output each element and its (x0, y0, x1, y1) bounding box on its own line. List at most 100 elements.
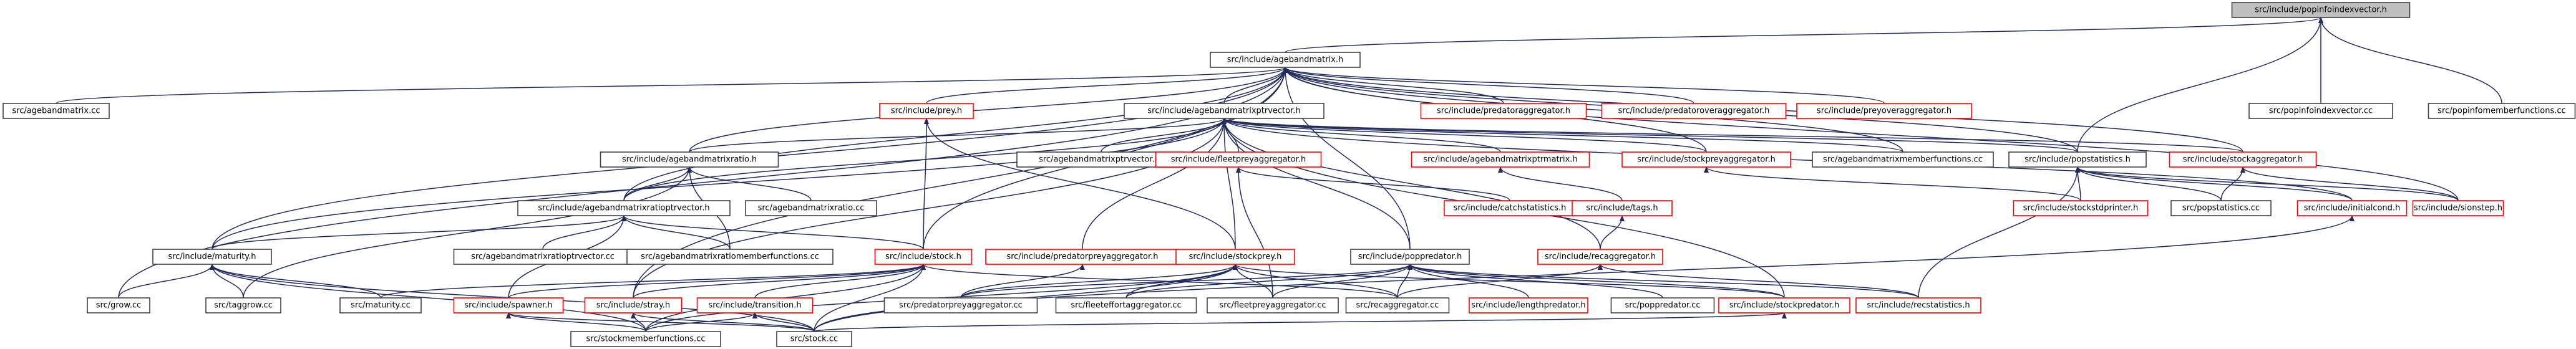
node-src-agebandmatrixmemberfunctions-cc[interactable]: src/agebandmatrixmemberfunctions.cc (1812, 151, 1994, 168)
node-src-include-predatoroveraggregator-h[interactable]: src/include/predatoroveraggregator.h (1601, 103, 1787, 119)
node-src-include-agebandmatrixptrmatrix-h[interactable]: src/include/agebandmatrixptrmatrix.h (1411, 151, 1590, 168)
node-src-agebandmatrixratioptrvector-cc[interactable]: src/agebandmatrixratioptrvector.cc (453, 249, 633, 265)
edge-src-include-stock-h-to-src-include-agebandmatrixratioptrvector-h (621, 215, 924, 250)
edge-src-include-stockpredator-h-to-src-include-poppredator-h (1407, 264, 1785, 299)
edge-src-recaggregator-cc-to-src-include-recaggregator-h (1397, 264, 1603, 299)
edge-src-include-stockpreyaggregator-h-to-src-include-agebandmatrixptrvector-h (1222, 118, 1707, 153)
node-src-grow-cc[interactable]: src/grow.cc (87, 297, 150, 313)
node-label: src/include/predatoroveraggregator.h (1618, 107, 1770, 116)
edge-src-stock-cc-to-src-include-stock-h (814, 264, 926, 332)
node-label: src/include/lengthpredator.h (1471, 301, 1585, 310)
node-box (1855, 297, 1981, 313)
node-box (1610, 297, 1715, 313)
node-box (2008, 151, 2147, 168)
node-box (453, 297, 564, 313)
node-box (1124, 103, 1324, 119)
node-src-include-spawner-h[interactable]: src/include/spawner.h (453, 297, 564, 313)
node-src-agebandmatrixratiomemberfunctions-cc[interactable]: src/agebandmatrixratiomemberfunctions.cc (626, 249, 834, 265)
node-src-taggrow-cc[interactable]: src/taggrow.cc (205, 297, 281, 313)
node-label: src/agebandmatrix.cc (12, 107, 100, 116)
node-label: src/include/predatorpreyaggregator.h (1006, 252, 1158, 262)
node-label: src/include/agebandmatrixratioptrvector.… (538, 204, 709, 213)
node-src-include-recaggregator-h[interactable]: src/include/recaggregator.h (1537, 249, 1663, 265)
node-src-include-preyoveraggregator-h[interactable]: src/include/preyoveraggregator.h (1796, 103, 1972, 119)
node-src-popstatistics-cc[interactable]: src/popstatistics.cc (2170, 200, 2272, 216)
edge-src-include-preyoveraggregator-h-to-src-include-agebandmatrix-h (1283, 67, 1885, 104)
node-src-include-stock-h[interactable]: src/include/stock.h (874, 249, 973, 265)
edge-src-maturity-cc-to-src-include-stock-h (380, 264, 926, 299)
node-src-include-lengthpredator-h[interactable]: src/include/lengthpredator.h (1469, 297, 1588, 313)
node-box (2297, 200, 2408, 216)
node-src-include-catchstatistics-h[interactable]: src/include/catchstatistics.h (1444, 200, 1576, 216)
edge-src-taggrow-cc-to-src-include-agebandmatrixratio-h (243, 166, 692, 299)
node-label: src/include/agebandmatrixptrvector.h (1147, 107, 1300, 116)
edge-src-include-popstatistics-h-to-src-include-agebandmatrixptrvector-h (1222, 118, 2078, 153)
node-box (453, 249, 633, 265)
node-src-include-sionstep-h[interactable]: src/include/sionstep.h (2412, 200, 2504, 216)
node-box (883, 297, 1038, 313)
node-src-stockmemberfunctions-cc[interactable]: src/stockmemberfunctions.cc (570, 331, 721, 347)
node-src-include-predatoraggregator-h[interactable]: src/include/predatoraggregator.h (1420, 103, 1587, 119)
node-src-include-recstatistics-h[interactable]: src/include/recstatistics.h (1855, 297, 1981, 313)
edge-src-include-agebandmatrixratio-h-to-src-include-agebandmatrixptrvector-h (689, 118, 1227, 153)
node-src-include-prey-h[interactable]: src/include/prey.h (879, 103, 974, 119)
node-src-stock-cc[interactable]: src/stock.cc (776, 331, 852, 347)
node-label: src/stockmemberfunctions.cc (586, 335, 705, 344)
node-src-fleeteffortaggregator-cc[interactable]: src/fleeteffortaggregator.cc (1055, 297, 1197, 313)
node-label: src/include/recstatistics.h (1867, 301, 1970, 310)
node-src-include-agebandmatrixratioptrvector-h[interactable]: src/include/agebandmatrixratioptrvector.… (517, 200, 731, 216)
node-box (2412, 200, 2504, 216)
node-label: src/include/agebandmatrix.h (1227, 55, 1344, 65)
edge-src-include-sionstep-h-to-src-include-stockaggregator-h (2240, 166, 2459, 201)
node-box (1572, 200, 1673, 216)
node-src-maturity-cc[interactable]: src/maturity.cc (339, 297, 422, 313)
node-src-include-transition-h[interactable]: src/include/transition.h (696, 297, 814, 313)
node-box (205, 297, 281, 313)
node-src-include-stockprey-h[interactable]: src/include/stockprey.h (1175, 249, 1295, 265)
node-box (696, 297, 814, 313)
node-label: src/include/poppredator.h (1358, 252, 1462, 262)
node-src-include-agebandmatrixptrvector-h[interactable]: src/include/agebandmatrixptrvector.h (1124, 103, 1324, 119)
node-src-fleetpreyaggregator-cc[interactable]: src/fleetpreyaggregator.cc (1207, 297, 1339, 313)
edge-src-popinfomemberfunctions-cc-to-src-include-popinfoindexvector-h (2318, 17, 2502, 104)
edge-src-include-maturity-h-to-src-include-agebandmatrixptrvector-h (211, 118, 1227, 250)
node-label: src/include/maturity.h (168, 252, 256, 262)
node-src-poppredator-cc[interactable]: src/poppredator.cc (1610, 297, 1715, 313)
node-src-include-predatorpreyaggregator-h[interactable]: src/include/predatorpreyaggregator.h (985, 249, 1180, 265)
node-src-include-agebandmatrixratio-h[interactable]: src/include/agebandmatrixratio.h (600, 151, 779, 168)
node-src-popinfomemberfunctions-cc[interactable]: src/popinfomemberfunctions.cc (2428, 103, 2576, 119)
node-src-agebandmatrixratio-cc[interactable]: src/agebandmatrixratio.cc (745, 200, 877, 216)
node-src-include-stockstdprinter-h[interactable]: src/include/stockstdprinter.h (2013, 200, 2149, 216)
edge-src-include-stockstdprinter-h-to-src-include-popstatistics-h (2075, 166, 2081, 201)
node-label: src/include/transition.h (708, 301, 801, 310)
edge-src-include-stockstdprinter-h-to-src-include-stockpreyaggregator-h (1704, 166, 2081, 201)
node-label: src/include/stray.h (596, 301, 670, 310)
node-box (600, 151, 779, 168)
node-src-include-initialcond-h[interactable]: src/include/initialcond.h (2297, 200, 2408, 216)
node-label: src/popstatistics.cc (2182, 204, 2260, 213)
node-src-include-popinfoindexvector-h[interactable]: src/include/popinfoindexvector.h (2231, 2, 2411, 18)
node-src-predatorpreyaggregator-cc[interactable]: src/predatorpreyaggregator.cc (883, 297, 1038, 313)
edge-src-predatorpreyaggregator-cc-to-src-include-stockprey-h (960, 264, 1238, 299)
node-label: src/include/agebandmatrixptrmatrix.h (1423, 155, 1577, 165)
node-src-include-poppredator-h[interactable]: src/include/poppredator.h (1350, 249, 1470, 265)
node-src-agebandmatrix-cc[interactable]: src/agebandmatrix.cc (2, 103, 110, 119)
node-src-recaggregator-cc[interactable]: src/recaggregator.cc (1345, 297, 1450, 313)
node-src-include-stockpreyaggregator-h[interactable]: src/include/stockpreyaggregator.h (1621, 151, 1791, 168)
edge-src-include-recstatistics-h-to-src-include-recaggregator-h (1598, 264, 1919, 299)
node-box (1537, 249, 1663, 265)
node-src-include-stray-h[interactable]: src/include/stray.h (584, 297, 683, 313)
node-src-popinfoindexvector-cc[interactable]: src/popinfoindexvector.cc (2248, 103, 2393, 119)
node-src-include-popstatistics-h[interactable]: src/include/popstatistics.h (2008, 151, 2147, 168)
node-box (1796, 103, 1972, 119)
node-src-include-tags-h[interactable]: src/include/tags.h (1572, 200, 1673, 216)
node-src-include-stockaggregator-h[interactable]: src/include/stockaggregator.h (2169, 151, 2317, 168)
node-src-include-stockpredator-h[interactable]: src/include/stockpredator.h (1718, 297, 1850, 313)
node-box (1621, 151, 1791, 168)
node-src-include-fleetpreyaggregator-h[interactable]: src/include/fleetpreyaggregator.h (1155, 151, 1322, 168)
edge-src-agebandmatrixratioptrvector-cc-to-src-include-agebandmatrixratioptrvector-h (542, 215, 626, 250)
edge-src-include-poppredator-h-to-src-include-agebandmatrix-h (1283, 67, 1411, 250)
node-src-include-agebandmatrix-h[interactable]: src/include/agebandmatrix.h (1210, 52, 1361, 68)
node-src-include-maturity-h[interactable]: src/include/maturity.h (152, 249, 272, 265)
node-box (1207, 297, 1339, 313)
